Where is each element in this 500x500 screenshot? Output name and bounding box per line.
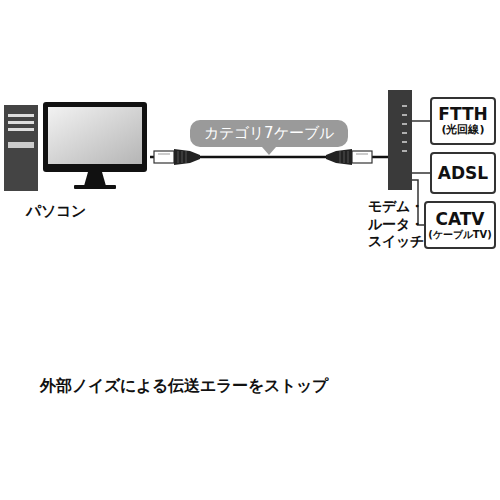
tagline-text: 外部ノイズによる伝送エラーをストップ <box>40 376 328 397</box>
led <box>402 114 407 115</box>
left-plug <box>154 149 200 165</box>
led <box>402 105 407 106</box>
led <box>402 132 407 133</box>
tower-case <box>4 105 38 191</box>
monitor-screen <box>48 107 142 164</box>
led <box>402 123 407 124</box>
drive-slot <box>8 128 34 131</box>
drive-slot <box>8 114 34 117</box>
network-type-box: FTTH(光回線) <box>430 97 496 145</box>
line-connector <box>412 120 430 122</box>
cable-callout: カテゴリ7ケーブル <box>190 120 348 147</box>
box-subtext: (ケーブルTV) <box>428 229 491 240</box>
drive-slot <box>8 121 34 124</box>
box-heading: ADSL <box>438 164 488 183</box>
pc-illustration <box>4 100 150 192</box>
monitor-base <box>74 185 116 189</box>
drive-bay <box>8 142 34 148</box>
network-type-box: ADSL <box>430 152 496 194</box>
monitor-stand <box>84 172 106 186</box>
led <box>402 150 407 151</box>
pc-device: パソコン <box>4 100 150 192</box>
device-label: パソコン <box>26 202 86 221</box>
led <box>402 141 407 142</box>
network-type-box: CATV(ケーブルTV) <box>424 201 496 249</box>
device-label: モデム・ルータ・スイッチ <box>368 198 425 251</box>
box-heading: CATV <box>435 210 484 229</box>
monitor-frame <box>43 102 147 172</box>
box-heading: FTTH <box>438 105 487 124</box>
box-subtext: (光回線) <box>441 124 484 137</box>
line-connector <box>412 172 430 174</box>
router-device: モデム・ルータ・スイッチ <box>388 90 412 190</box>
router-illustration <box>388 90 412 190</box>
right-plug <box>326 149 372 165</box>
